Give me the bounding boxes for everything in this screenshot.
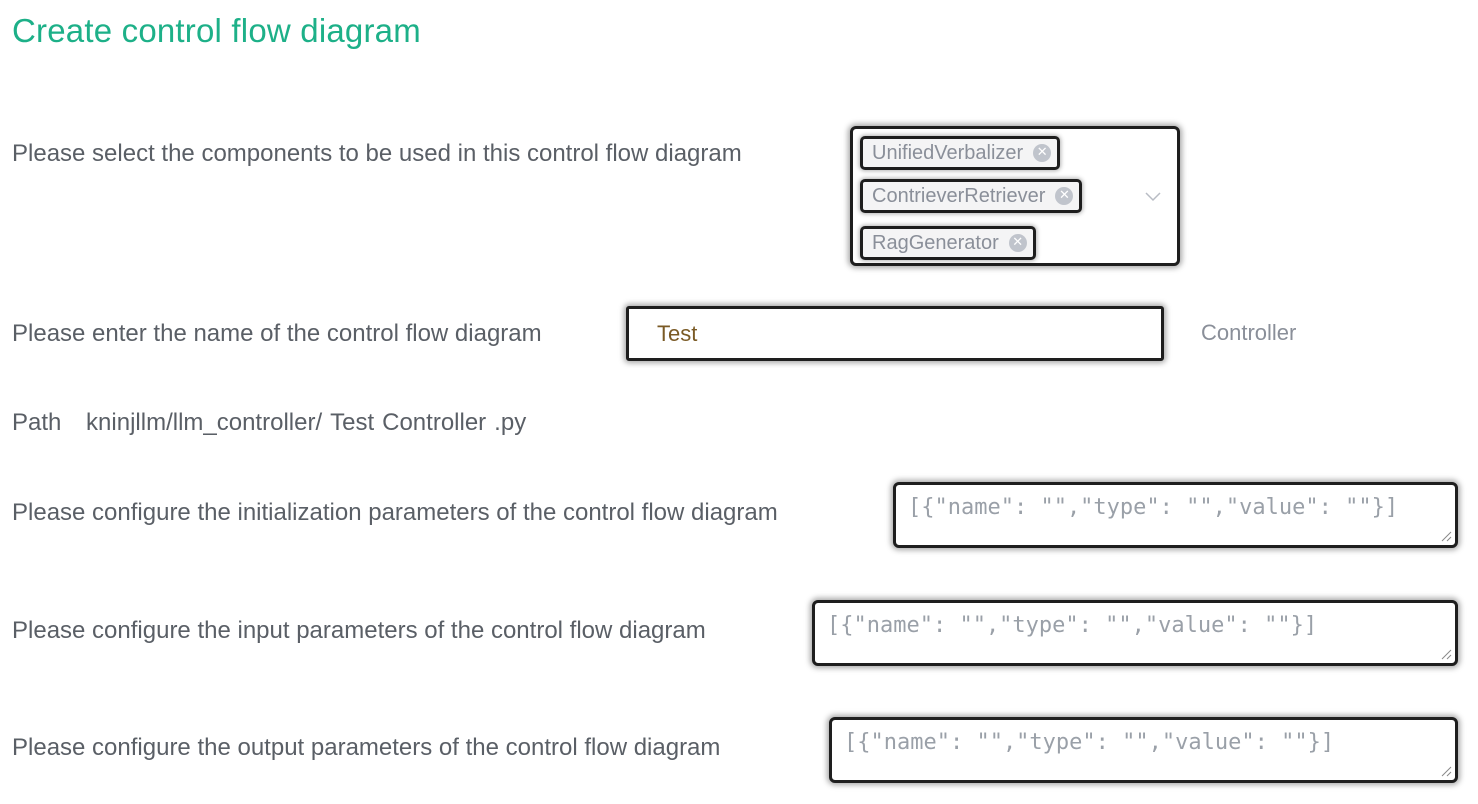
init-params-placeholder: [{"name": "","type": "","value": ""}] bbox=[908, 495, 1399, 520]
remove-tag-icon[interactable]: ✕ bbox=[1055, 187, 1074, 205]
component-tag-label: UnifiedVerbalizer bbox=[872, 142, 1024, 164]
input-params-label: Please configure the input parameters of… bbox=[12, 617, 706, 644]
output-params-placeholder: [{"name": "","type": "","value": ""}] bbox=[844, 730, 1335, 755]
component-tag: RagGenerator ✕ bbox=[860, 226, 1036, 260]
page-title: Create control flow diagram bbox=[12, 12, 421, 49]
path-label: Path bbox=[12, 409, 62, 436]
init-params-label: Please configure the initialization para… bbox=[12, 499, 778, 526]
init-params-textarea[interactable]: [{"name": "","type": "","value": ""}] bbox=[893, 482, 1458, 548]
remove-tag-icon[interactable]: ✕ bbox=[1008, 234, 1027, 252]
output-params-textarea[interactable]: [{"name": "","type": "","value": ""}] bbox=[829, 717, 1458, 783]
path-row: Path kninjllm/llm_controller/Test Control… bbox=[12, 409, 534, 437]
path-suffix: Controller bbox=[382, 409, 487, 436]
remove-tag-icon[interactable]: ✕ bbox=[1033, 144, 1052, 162]
path-name: Test bbox=[330, 409, 375, 436]
name-suffix: Controller bbox=[1201, 320, 1297, 345]
path-extension: .py bbox=[494, 409, 527, 436]
component-tag-label: RagGenerator bbox=[872, 232, 999, 254]
component-tag-label: ContrieverRetriever bbox=[872, 185, 1046, 207]
input-params-placeholder: [{"name": "","type": "","value": ""}] bbox=[827, 613, 1318, 638]
diagram-name-input[interactable]: Test bbox=[626, 306, 1164, 361]
components-label: Please select the components to be used … bbox=[12, 140, 742, 167]
output-params-label: Please configure the output parameters o… bbox=[12, 734, 721, 761]
name-label: Please enter the name of the control flo… bbox=[12, 320, 542, 347]
input-params-textarea[interactable]: [{"name": "","type": "","value": ""}] bbox=[812, 600, 1458, 666]
path-prefix: kninjllm/llm_controller/ bbox=[86, 409, 323, 436]
component-tag: UnifiedVerbalizer ✕ bbox=[860, 136, 1061, 170]
resize-handle-icon[interactable] bbox=[1440, 648, 1452, 660]
component-tag: ContrieverRetriever ✕ bbox=[860, 179, 1083, 213]
chevron-down-icon[interactable] bbox=[1145, 188, 1161, 204]
resize-handle-icon[interactable] bbox=[1440, 765, 1452, 777]
resize-handle-icon[interactable] bbox=[1440, 530, 1452, 542]
